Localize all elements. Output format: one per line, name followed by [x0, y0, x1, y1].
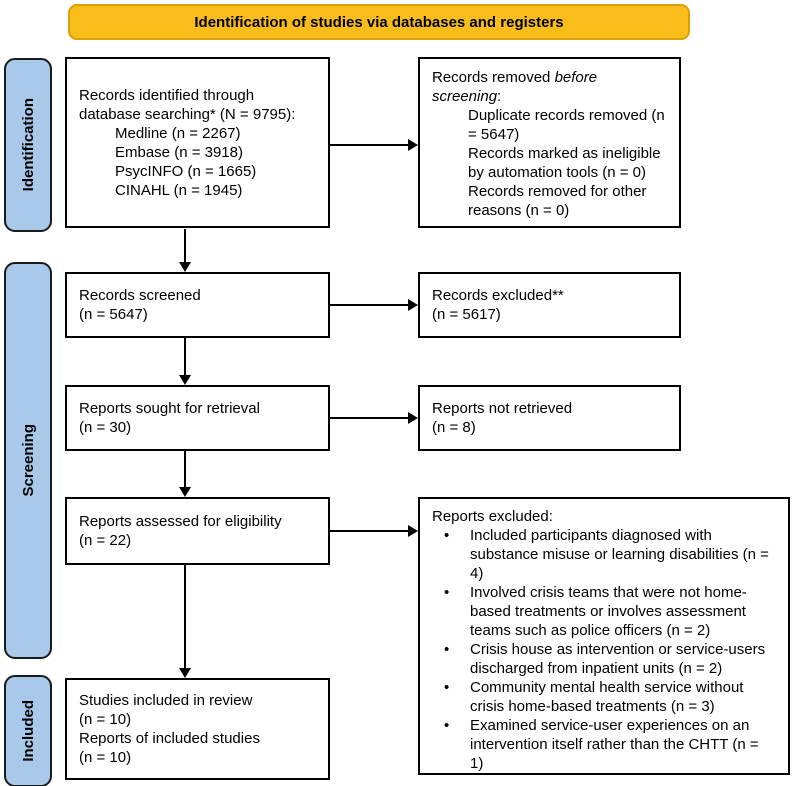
bullet-item: • Involved crisis teams that were not ho…	[432, 583, 776, 640]
flow-arrow-down-sought-to-assessed	[179, 451, 191, 497]
records-identified-item: Medline (n = 2267)	[115, 124, 241, 142]
records-removed-heading: Records removed before screening:	[432, 68, 667, 106]
records-identified-item: Embase (n = 3918)	[115, 143, 243, 161]
reports-of-included-line: Reports of included studies	[79, 730, 260, 747]
bullet-icon: •	[444, 527, 450, 544]
bullet-text: Involved crisis teams that were not home…	[470, 584, 747, 639]
reports-excluded-title: Reports excluded:	[432, 508, 553, 525]
records-identified-heading: Records identified through database sear…	[79, 86, 296, 123]
records-removed-heading-italic: before screening	[432, 69, 598, 105]
records-removed-heading-suffix: :	[497, 88, 502, 105]
bullet-item: • Included participants diagnosed with s…	[432, 526, 776, 583]
stage-tab-screening: Screening	[4, 262, 52, 659]
box-studies-included: Studies included in review (n = 10) Repo…	[65, 678, 330, 780]
box-reports-sought: Reports sought for retrieval (n = 30)	[65, 385, 330, 451]
records-excluded-line: Records excluded**	[432, 287, 564, 304]
box-reports-not-retrieved: Reports not retrieved (n = 8)	[418, 385, 681, 451]
records-screened-count: (n = 5647)	[79, 306, 148, 323]
records-removed-item: Records removed for other reasons (n = 0…	[468, 183, 647, 219]
stage-tab-identification: Identification	[4, 58, 52, 232]
bullet-item: • Examined service-user experiences on a…	[432, 716, 776, 773]
records-removed-item: Records marked as ineligible by automati…	[468, 145, 661, 181]
box-reports-excluded: Reports excluded: • Included participant…	[418, 497, 790, 775]
studies-included-count: (n = 10)	[79, 711, 132, 728]
banner-title: Identification of studies via databases …	[194, 13, 564, 31]
reports-not-retrieved-line: Reports not retrieved	[432, 400, 573, 417]
bullet-text: Included participants diagnosed with sub…	[470, 527, 769, 582]
records-screened-line: Records screened	[79, 287, 201, 304]
flow-arrow-down-screened-to-sought	[179, 338, 191, 385]
stage-label-identification: Identification	[19, 98, 37, 192]
box-records-screened: Records screened (n = 5647)	[65, 272, 330, 338]
studies-included-line: Studies included in review	[79, 692, 253, 709]
box-records-excluded: Records excluded** (n = 5617)	[418, 272, 681, 338]
bullet-text: Examined service-user experiences on an …	[470, 717, 759, 772]
reports-sought-count: (n = 30)	[79, 419, 132, 436]
box-reports-assessed: Reports assessed for eligibility (n = 22…	[65, 497, 330, 565]
reports-not-retrieved-count: (n = 8)	[432, 419, 476, 436]
flow-arrow-right-screened-to-excluded	[330, 299, 418, 311]
bullet-text: Community mental health service without …	[470, 679, 744, 715]
box-records-identified: Records identified through database sear…	[65, 57, 330, 228]
flow-arrow-right-identified-to-removed	[330, 139, 418, 151]
bullet-icon: •	[444, 584, 450, 601]
flow-arrow-down-assessed-to-included	[179, 565, 191, 678]
bullet-text: Crisis house as intervention or service-…	[470, 641, 766, 677]
flow-arrow-right-sought-to-not-retrieved	[330, 412, 418, 424]
reports-excluded-bullet-list: • Included participants diagnosed with s…	[432, 526, 776, 773]
box-records-removed: Records removed before screening: Duplic…	[418, 57, 681, 228]
bullet-item: • Crisis house as intervention or servic…	[432, 640, 776, 678]
records-excluded-count: (n = 5617)	[432, 306, 501, 323]
stage-tab-included: Included	[4, 675, 52, 786]
stage-label-included: Included	[19, 700, 37, 762]
bullet-icon: •	[444, 717, 450, 734]
reports-of-included-count: (n = 10)	[79, 749, 132, 766]
reports-assessed-count: (n = 22)	[79, 532, 132, 549]
flow-arrow-right-assessed-to-excluded	[330, 525, 418, 537]
stage-label-screening: Screening	[19, 424, 37, 497]
flow-arrow-down-identified-to-screened	[179, 229, 191, 272]
records-identified-item: PsycINFO (n = 1665)	[115, 162, 257, 180]
bullet-item: • Community mental health service withou…	[432, 678, 776, 716]
bullet-icon: •	[444, 641, 450, 658]
reports-sought-line: Reports sought for retrieval	[79, 400, 260, 417]
records-removed-heading-prefix: Records removed	[432, 69, 555, 86]
bullet-icon: •	[444, 679, 450, 696]
records-identified-item: CINAHL (n = 1945)	[115, 181, 243, 199]
reports-assessed-line: Reports assessed for eligibility	[79, 513, 282, 530]
banner-identification-via-databases: Identification of studies via databases …	[68, 4, 690, 40]
records-removed-item: Duplicate records removed (n = 5647)	[468, 107, 665, 143]
